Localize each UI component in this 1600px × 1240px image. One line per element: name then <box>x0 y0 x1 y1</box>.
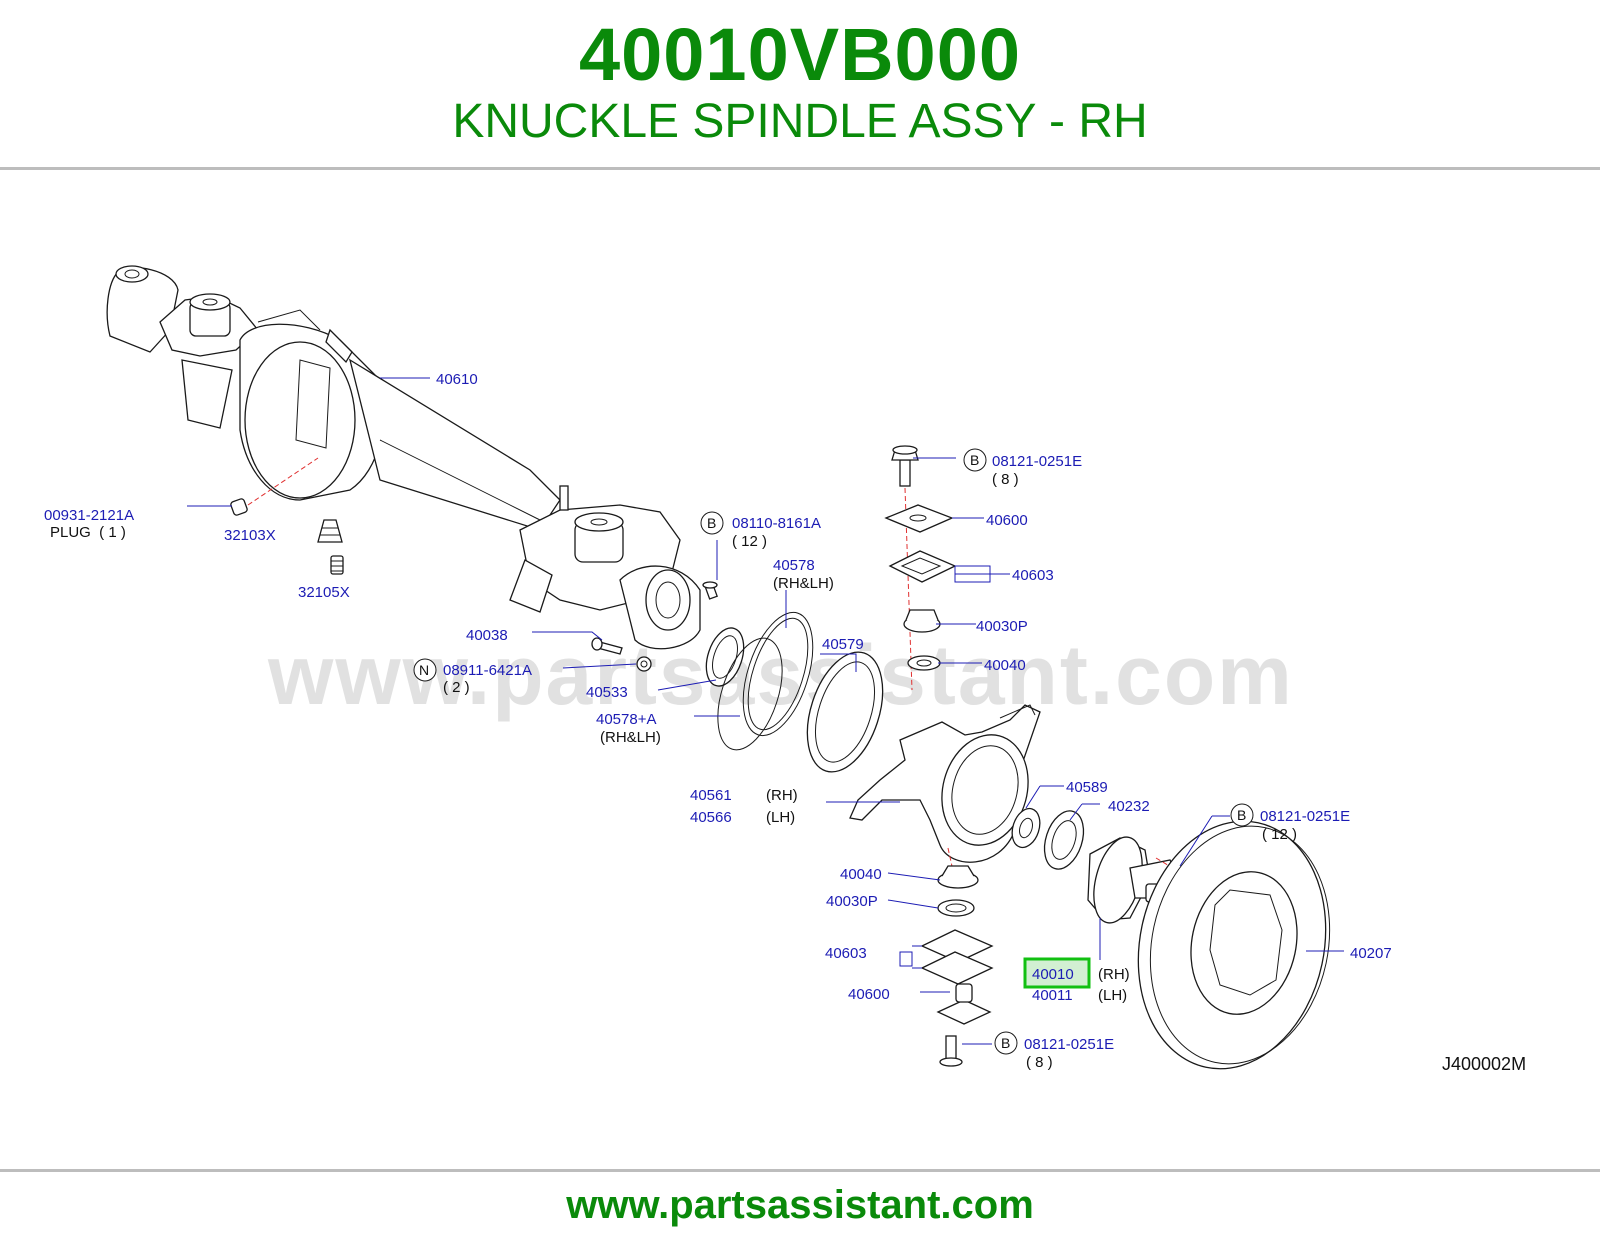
footer-divider <box>0 1169 1600 1172</box>
callout-40561[interactable]: 40561 <box>690 787 732 804</box>
callout-08110-8161a[interactable]: 08110-8161A <box>732 515 821 532</box>
callout-40040-bottom[interactable]: 40040 <box>840 866 882 883</box>
steering-knuckle-drawing <box>849 704 1041 881</box>
note-qty-12a: ( 12 ) <box>732 533 767 550</box>
callout-40578[interactable]: 40578 <box>773 557 815 574</box>
diagram-code: J400002M <box>1442 1054 1526 1074</box>
bolt-marker-n: N <box>413 658 437 682</box>
callout-32105x[interactable]: 32105X <box>298 584 350 601</box>
spacer-and-bearing-drawing <box>1011 807 1085 870</box>
page-header: 40010VB000 KNUCKLE SPINDLE ASSY - RH <box>0 0 1600 168</box>
note-plug: PLUG ( 1 ) <box>50 524 126 541</box>
callout-40603-top[interactable]: 40603 <box>1012 567 1054 584</box>
callout-40566[interactable]: 40566 <box>690 809 732 826</box>
axle-housing-drawing <box>106 265 561 531</box>
callout-40232[interactable]: 40232 <box>1108 798 1150 815</box>
note-rhlh-1: (RH&LH) <box>773 575 834 592</box>
seal-40579-drawing <box>806 651 884 773</box>
callout-40207[interactable]: 40207 <box>1350 945 1392 962</box>
callout-40600-bottom[interactable]: 40600 <box>848 986 890 1003</box>
callout-08121-0251e-top[interactable]: 08121-0251E <box>992 453 1082 470</box>
bolt-nut-drawing <box>591 637 652 672</box>
knuckle-spindle-drawing <box>1087 836 1191 924</box>
callout-40589[interactable]: 40589 <box>1066 779 1108 796</box>
bolt-08110-drawing <box>702 581 718 600</box>
bolt-marker-b-08110: B <box>700 511 724 535</box>
callout-40038[interactable]: 40038 <box>466 627 508 644</box>
callout-08121-0251e-right[interactable]: 08121-0251E <box>1260 808 1350 825</box>
bolt-marker-b-bottom: B <box>994 1031 1018 1055</box>
note-qty-8-top: ( 8 ) <box>992 471 1019 488</box>
callout-40600-top[interactable]: 40600 <box>986 512 1028 529</box>
svg-text:B: B <box>707 515 716 531</box>
callout-40040-top[interactable]: 40040 <box>984 657 1026 674</box>
upper-kingpin-stack-drawing <box>884 445 957 691</box>
footer-website-link[interactable]: www.partsassistant.com <box>566 1183 1034 1227</box>
note-rhlh-2: (RH&LH) <box>600 729 661 746</box>
svg-text:B: B <box>1237 807 1246 823</box>
note-lh-1: (LH) <box>766 809 795 826</box>
callout-40011[interactable]: 40011 <box>1032 987 1073 1004</box>
callout-40578-a[interactable]: 40578+A <box>596 711 656 728</box>
svg-text:N: N <box>419 662 429 678</box>
bolt-marker-b-right: B <box>1230 803 1254 827</box>
note-rh-2: (RH) <box>1098 966 1130 983</box>
part-number-title: 40010VB000 <box>578 13 1022 96</box>
leader-lines <box>187 377 1344 1045</box>
callout-08911-6421a[interactable]: 08911-6421A <box>443 662 532 679</box>
note-rh-1: (RH) <box>766 787 798 804</box>
callout-32103x[interactable]: 32103X <box>224 527 276 544</box>
plug-and-bump-stops <box>230 457 344 575</box>
watermark: www.partsassistant.com <box>267 628 1294 722</box>
axle-end-drawing <box>509 485 701 650</box>
callout-40010[interactable]: 40010 <box>1032 966 1074 983</box>
callout-00931-2121a[interactable]: 00931-2121A <box>44 507 134 524</box>
highlight-box-40010 <box>1023 957 1091 989</box>
callout-40030p-bottom[interactable]: 40030P <box>826 893 878 910</box>
callout-40603-bottom[interactable]: 40603 <box>825 945 867 962</box>
oil-seal-40533-drawing <box>705 627 745 687</box>
header-divider <box>0 167 1600 170</box>
callout-40610[interactable]: 40610 <box>436 371 478 388</box>
callout-40030p-top[interactable]: 40030P <box>976 618 1028 635</box>
note-lh-2: (LH) <box>1098 987 1127 1004</box>
callout-40579[interactable]: 40579 <box>822 636 864 653</box>
callout-40533[interactable]: 40533 <box>586 684 628 701</box>
svg-text:B: B <box>1001 1035 1010 1051</box>
brake-disc-drawing <box>1137 820 1331 1070</box>
bolt-marker-b-top: B <box>963 448 987 472</box>
callout-08121-0251e-bottom[interactable]: 08121-0251E <box>1024 1036 1114 1053</box>
lower-kingpin-stack-drawing <box>920 865 994 1067</box>
note-qty-2: ( 2 ) <box>443 679 470 696</box>
svg-text:B: B <box>970 452 979 468</box>
note-qty-12b: ( 12 ) <box>1262 826 1297 843</box>
note-qty-8-bottom: ( 8 ) <box>1026 1054 1053 1071</box>
gaskets-40578-drawing <box>717 611 814 751</box>
part-name-subtitle: KNUCKLE SPINDLE ASSY - RH <box>452 95 1148 148</box>
